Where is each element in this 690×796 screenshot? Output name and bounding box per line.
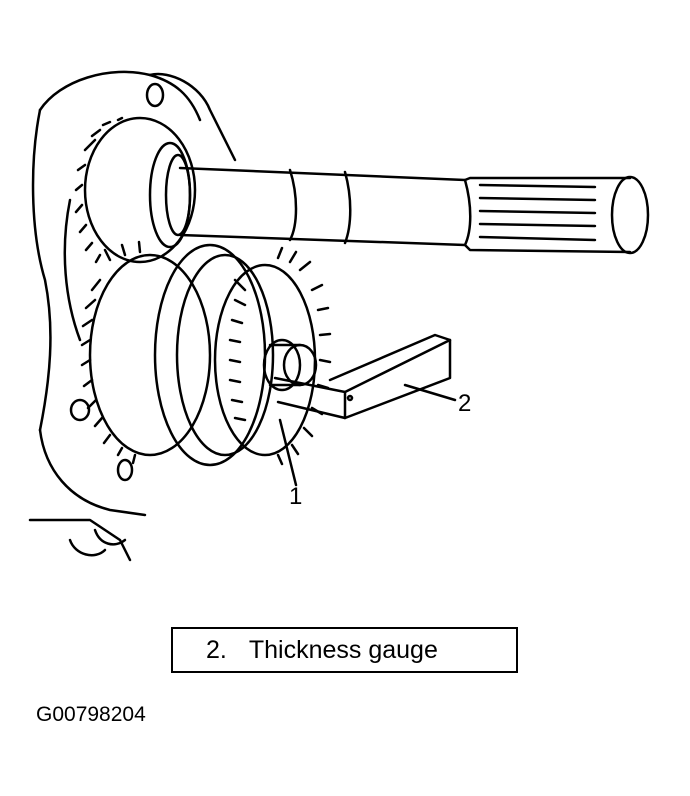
upper-helical-gear: [74, 116, 197, 264]
callout-label-1: 1: [289, 483, 303, 510]
transmission-case: [28, 70, 237, 562]
lower-helical-gear: [80, 240, 212, 465]
synchronizer-assembly: [153, 243, 332, 467]
thickness-gauge: [273, 333, 452, 420]
legend-item-text: Thickness gauge: [248, 635, 438, 664]
callout-leader-2: [403, 383, 457, 402]
output-shaft: [178, 166, 650, 255]
callout-label-2: 2: [458, 390, 472, 417]
legend-box: 2. Thickness gauge: [171, 627, 518, 673]
hub-nut: [262, 338, 318, 392]
legend-item-number: 2.: [206, 635, 227, 664]
transmission-gear-illustration: [28, 70, 650, 562]
callout-leader-1: [278, 418, 298, 487]
figure-id: G00798204: [36, 703, 146, 726]
